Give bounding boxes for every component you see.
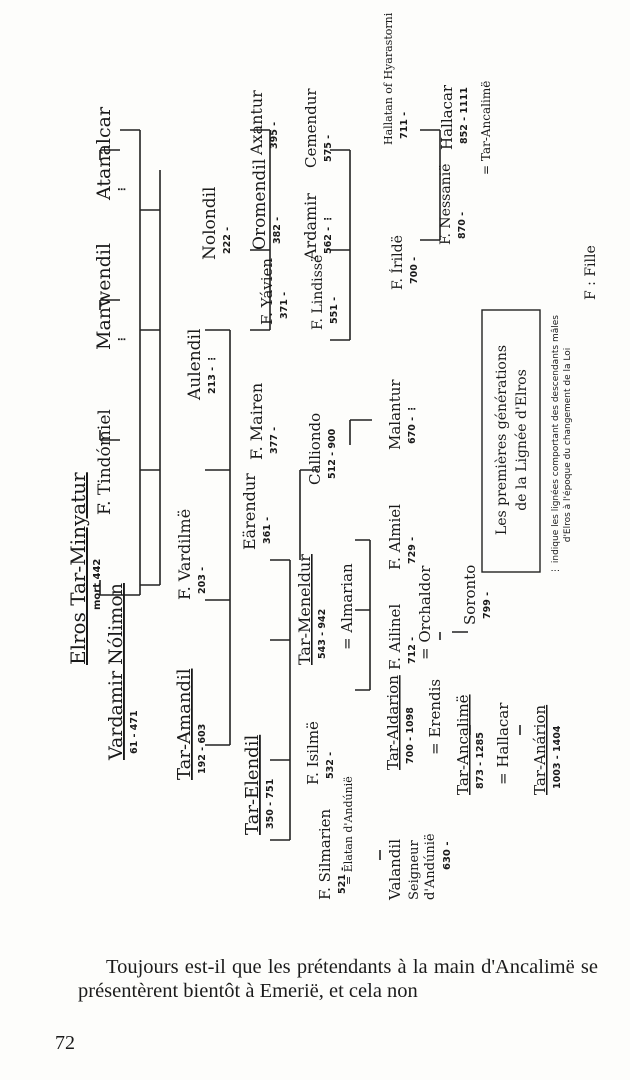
person-dates-nessanie: 870 - xyxy=(457,212,468,239)
person-dates-axantur: 395 - xyxy=(269,122,280,149)
legend-fille: F : Fille xyxy=(583,245,599,300)
person-name-vardamir: Vardamir Nólimon xyxy=(105,583,127,761)
person-name-ancalime: Tar-Ancalimë xyxy=(454,694,472,795)
page-number: 72 xyxy=(55,1032,75,1054)
person-dates-anarion: 1003 - 1404 xyxy=(552,725,563,789)
person-dates-atanalcar: ⋮ xyxy=(117,185,128,195)
bracket-root-ends xyxy=(120,129,140,596)
legend-box-line2: de la Lignée d'Elros xyxy=(514,369,530,511)
person-dates-hallacar: 852 - 1111 xyxy=(459,87,470,144)
person-dates-yavien: 371 - xyxy=(279,292,290,319)
person-dates-mairen: 377 - xyxy=(269,427,280,454)
person-dates-meneldur: 543 - 942 xyxy=(317,609,328,659)
person-name-elendil: Tar-Elendil xyxy=(242,735,263,835)
person-dates-aulendil: 213 - ⋮ xyxy=(207,354,218,394)
person-dates-ailinel: 712 - xyxy=(407,637,418,664)
person-dates-oromendil: 382 - xyxy=(272,217,283,244)
links-axantur xyxy=(330,149,350,341)
person-name-silmarien: F. Silmarien xyxy=(316,809,334,900)
person-dates-nolondil: 222 - xyxy=(222,227,233,254)
person-name-hallatan: Hallatan of Hyarastorni xyxy=(382,12,395,145)
person-dates-amandil: 192 - 603 xyxy=(197,724,208,774)
person-name-anarion: Tar-Anárion xyxy=(531,705,549,795)
person-name-nessanie: F. Nessanië xyxy=(438,164,454,245)
legend-box xyxy=(481,309,541,573)
person-dates-hallatan: 711 - xyxy=(399,112,410,139)
spouse-silmarien_spouse: = Elatan d'Andúnië xyxy=(342,776,355,885)
person-dates-ancalime: 873 - 1285 xyxy=(475,732,486,789)
link-malantur xyxy=(349,419,372,445)
person-name-soronto: Soronto xyxy=(461,565,479,625)
person-name-atanalcar: Atanalcar xyxy=(93,106,115,201)
legend-note-line2: d'Elros à l'époque du changement de la L… xyxy=(562,348,573,543)
person-name-oromendil: Oromendil xyxy=(250,159,270,250)
person-dates-cemendur: 575 - xyxy=(323,135,334,162)
person-name-meneldur: Tar-Meneldur xyxy=(295,554,314,665)
person-name-aldarion: Tar-Aldarion xyxy=(384,675,402,770)
person-dates-earendur: 361 - xyxy=(262,517,273,544)
person-dates-silmarien: 521 - xyxy=(337,867,348,894)
person-name-isilme: F. Isilmë xyxy=(304,721,322,785)
spouse-hallacar_spouse: = Tar-Ancalimë xyxy=(479,81,493,175)
legend-note-line1: ⋮ indique les lignées comportant des des… xyxy=(550,315,561,575)
links-meneldur xyxy=(355,539,370,691)
spouse-ancalime_spouse: = Hallacar xyxy=(494,702,512,785)
person-dates-root: mort 442 xyxy=(92,559,103,610)
body-paragraph: Toujours est-il que les prétendants à la… xyxy=(78,956,598,1002)
person-dates-soronto: 799 - xyxy=(482,592,493,619)
person-name-yavien: F. Yávien xyxy=(258,258,276,325)
person-name-almiel: F. Almiel xyxy=(386,504,404,570)
person-dates-malantur: 670 - ⋮ xyxy=(407,404,418,444)
person-dates-manwendil: ⋮ xyxy=(117,335,128,345)
person-name-nolondil: Nolondil xyxy=(200,187,220,261)
person-name-ailinel: F. Ailinel xyxy=(386,604,404,670)
person-name-earendur: Eärendur xyxy=(240,473,259,550)
person-dates-elendil: 350 - 751 xyxy=(265,779,276,829)
person-dates-valandil: 630 - xyxy=(442,841,453,870)
person-name-irilde: F. Írildë xyxy=(388,235,406,290)
person-title-valandil-2: d'Andúnië xyxy=(423,833,438,900)
person-dates-vardilme: 203 - xyxy=(197,567,208,594)
links-root xyxy=(100,149,120,596)
spouse-aldarion_spouse: = Erendis xyxy=(426,679,444,755)
person-title-valandil-1: Seigneur xyxy=(407,839,422,900)
spouse-meneldur_spouse: = Almarian xyxy=(338,563,356,650)
links-elendil xyxy=(270,559,290,841)
person-dates-isilme: 532 - xyxy=(325,752,336,779)
links-nolondil xyxy=(250,129,270,331)
person-name-cemendur: Cemendur xyxy=(302,88,320,168)
person-name-axantur: Axantur xyxy=(247,90,266,156)
person-dates-ardamir: 562 - ⋮ xyxy=(323,214,334,254)
person-dates-lindisse: 551 - xyxy=(329,297,340,324)
link-calliondo xyxy=(299,469,318,560)
person-name-calliondo: Calliondo xyxy=(306,413,324,485)
person-dates-calliondo: 512 - 900 xyxy=(327,428,338,479)
person-dates-irilde: 700 - xyxy=(409,257,420,284)
person-dates-vardamir: 61 - 471 xyxy=(129,710,140,754)
link-ailinel-soronto xyxy=(439,631,468,640)
person-dates-almiel: 729 - xyxy=(407,537,418,564)
person-name-lindisse: F. Lindissë xyxy=(310,255,326,330)
person-name-vardilme: F. Vardilmë xyxy=(175,509,194,600)
person-name-mairen: F. Mairen xyxy=(247,383,266,460)
person-dates-aldarion: 700 - 1098 xyxy=(405,707,416,764)
person-name-ardamir: Ardamir xyxy=(301,193,320,261)
spouse-ailinel_spouse: = Orchaldor xyxy=(416,565,434,660)
links-amandil xyxy=(205,329,230,746)
person-name-hallacar: Hallacar xyxy=(438,84,456,150)
person-name-amandil: Tar-Amandil xyxy=(174,668,195,780)
person-name-tindomiel: F. Tindómiel xyxy=(95,409,115,515)
legend-box-line1: Les premières générations xyxy=(494,345,510,535)
links-vardamir xyxy=(140,209,160,586)
links-cemendur xyxy=(420,129,440,241)
person-name-malantur: Malantur xyxy=(386,379,404,450)
person-name-valandil: Valandil xyxy=(386,839,404,901)
person-name-root: Elros Tar-Minyatur xyxy=(66,472,90,665)
person-name-aulendil: Aulendil xyxy=(185,329,205,401)
person-name-manwendil: Manwendil xyxy=(93,243,115,350)
